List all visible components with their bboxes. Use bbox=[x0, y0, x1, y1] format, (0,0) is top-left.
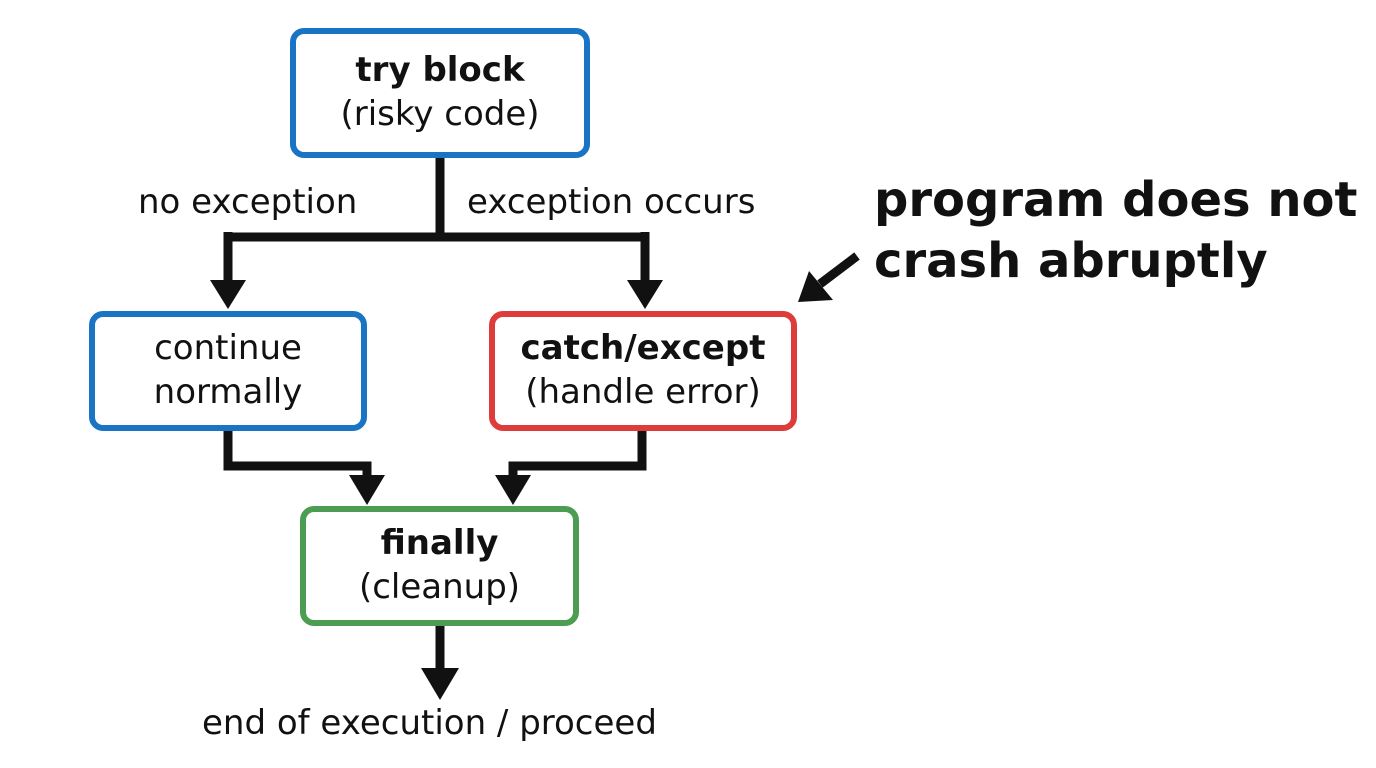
finally-node: finally (cleanup) bbox=[300, 506, 579, 626]
try-block-title: try block bbox=[355, 50, 525, 91]
edge-label-exception-occurs: exception occurs bbox=[467, 182, 756, 222]
callout-arrow-shaft bbox=[817, 252, 860, 288]
try-block-node: try block (risky code) bbox=[290, 28, 590, 158]
try-block-subtitle: (risky code) bbox=[340, 94, 540, 134]
end-label: end of execution / proceed bbox=[202, 703, 657, 743]
callout-text: program does not crash abruptly bbox=[874, 170, 1357, 293]
continue-normally-node: continue normally bbox=[89, 311, 367, 431]
arrowhead-finally-left bbox=[349, 475, 385, 505]
callout-line-2: crash abruptly bbox=[874, 233, 1268, 290]
callout-arrowhead bbox=[798, 271, 833, 302]
arrowhead-continue bbox=[210, 280, 246, 309]
continue-line-2: normally bbox=[153, 372, 303, 412]
edge-label-no-exception: no exception bbox=[138, 182, 358, 222]
connector-catch-finally bbox=[508, 431, 647, 478]
catch-except-node: catch/except (handle error) bbox=[489, 311, 797, 431]
arrowhead-finally-right bbox=[495, 475, 531, 505]
continue-line-1: continue bbox=[154, 328, 302, 369]
arrowhead-end bbox=[421, 668, 459, 700]
connector-continue-finally bbox=[223, 431, 372, 478]
catch-subtitle: (handle error) bbox=[525, 372, 761, 412]
catch-title: catch/except bbox=[520, 328, 766, 369]
finally-title: finally bbox=[380, 523, 499, 564]
arrowhead-catch bbox=[627, 280, 663, 309]
callout-line-1: program does not bbox=[874, 172, 1358, 228]
finally-subtitle: (cleanup) bbox=[358, 567, 521, 607]
